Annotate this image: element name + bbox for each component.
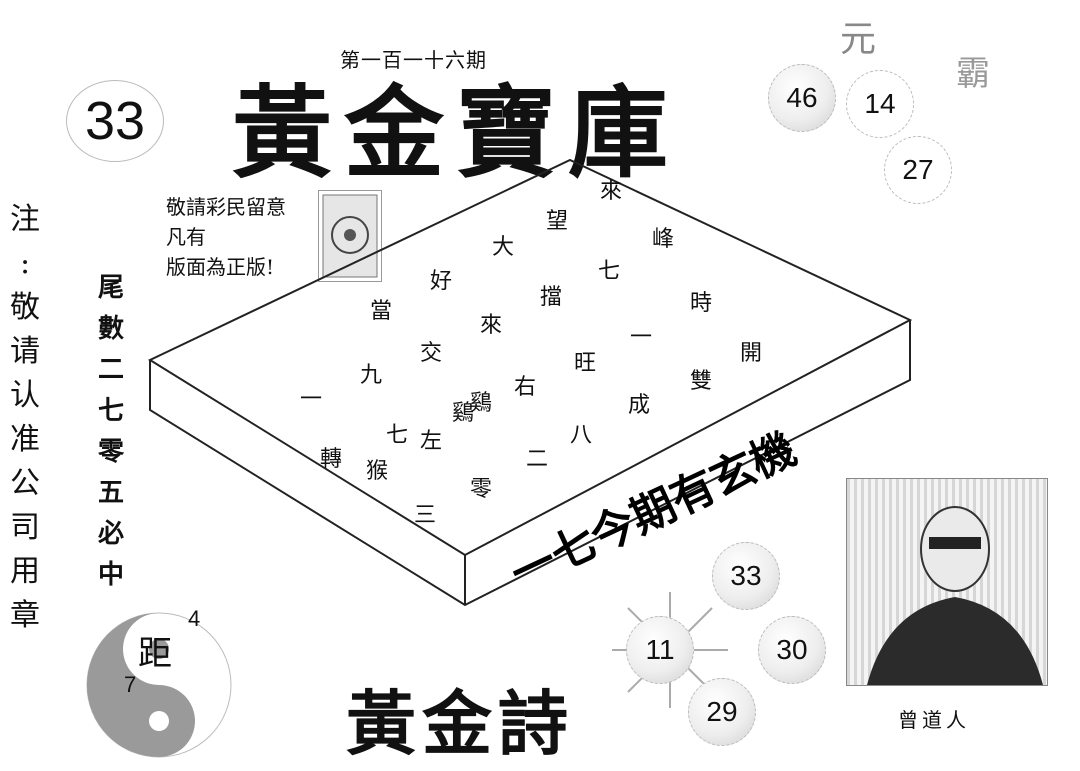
board-char: 好 (430, 269, 452, 294)
corner-deco-1: 元 (840, 19, 877, 60)
page-title: 黃金寶庫 (232, 74, 680, 192)
poem-ball: 30 (758, 616, 826, 684)
board-char: 零 (470, 477, 492, 502)
board-char: 猴 (366, 459, 388, 484)
board-char: 交 (420, 341, 442, 366)
left-note: 注:敬 请认准 公司用 章 (10, 202, 40, 633)
board-char: 右 (514, 375, 536, 400)
distance-a: 4 (188, 606, 201, 631)
tail-hint: 尾數二 七零五 必中 (97, 273, 124, 590)
notice-line: 敬請彩民留意 (166, 195, 286, 219)
board-char: 開 (740, 341, 762, 366)
distance-label: 距 (138, 634, 172, 674)
poem-ball: 11 (626, 616, 694, 684)
board-char: 當 (370, 299, 392, 324)
board-char: 來 (480, 313, 502, 338)
board-char: 七 (598, 259, 620, 284)
top-ball: 14 (846, 70, 914, 138)
board-char: 一 (630, 325, 652, 350)
board-char: 三 (414, 503, 436, 528)
distance-b: 7 (124, 672, 137, 697)
yin-yang-icon (86, 612, 232, 758)
top-ball: 46 (768, 64, 836, 132)
board-char: 峰 (652, 227, 674, 252)
board-char: 旺 (574, 351, 596, 376)
board-char: 成 (628, 393, 650, 418)
board-char: 左 (420, 429, 442, 454)
issue-label: 第一百一十六期 (340, 48, 487, 72)
board-char: 鷄 (470, 391, 492, 416)
board-char: 時 (690, 291, 712, 316)
person-caption: 曾道人 (898, 708, 970, 732)
stamp-image (318, 190, 382, 282)
board-char: 二 (526, 447, 548, 472)
board-char: 望 (546, 209, 568, 234)
board-char: 雙 (690, 369, 712, 394)
top-ball: 27 (884, 136, 952, 204)
poem-ball: 29 (688, 678, 756, 746)
notice-line: 版面為正版! (166, 255, 275, 279)
board-char: 來 (600, 179, 622, 204)
board-char: 七 (386, 423, 408, 448)
board-char: 擋 (540, 285, 562, 310)
notice-line: 凡有 (166, 225, 206, 249)
person-photo (846, 478, 1048, 686)
board-char: 大 (492, 235, 514, 260)
poem-title: 黃金詩 (346, 682, 574, 765)
board-char: 九 (360, 363, 382, 388)
board-char: 鷄 (452, 401, 474, 426)
board-char: 八 (570, 423, 592, 448)
notice-block: 敬請彩民留意 凡有 版面為正版! (166, 192, 286, 282)
poem-ball: 33 (712, 542, 780, 610)
board-char: 一 (300, 387, 322, 412)
board-char: 轉 (320, 447, 342, 472)
corner-deco-2: 霸 (956, 54, 990, 94)
top-number: 33 (66, 80, 164, 162)
